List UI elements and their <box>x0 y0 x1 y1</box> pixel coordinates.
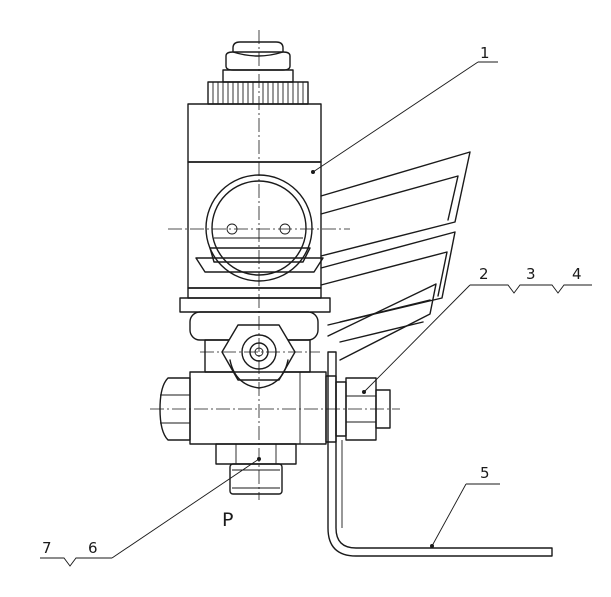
callout-2: 2 <box>479 265 489 283</box>
callout-7: 7 <box>42 539 52 557</box>
callout-5: 5 <box>480 464 490 482</box>
port-label: P <box>222 509 233 531</box>
sight-glass-chevrons <box>320 151 471 361</box>
bottom-fitting <box>215 443 297 495</box>
callout-labels: 1 2 3 4 5 6 7 P <box>42 44 582 557</box>
callout-1: 1 <box>480 44 490 62</box>
valve-body <box>187 103 324 289</box>
center-lines <box>150 30 400 500</box>
mounting-bracket <box>327 351 553 557</box>
body-lower-flange <box>179 287 331 389</box>
callout-3: 3 <box>526 265 536 283</box>
adjusting-knob <box>207 41 309 105</box>
callout-6: 6 <box>88 539 98 557</box>
leader-lines <box>40 61 592 567</box>
callout-4: 4 <box>572 265 582 283</box>
